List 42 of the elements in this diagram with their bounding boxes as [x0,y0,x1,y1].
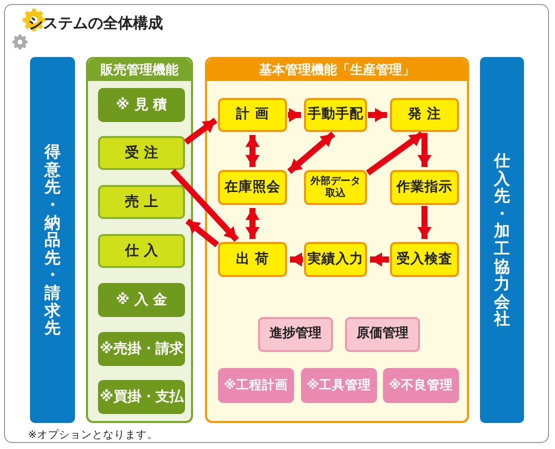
arrow [287,132,336,174]
process-box: 手動手配 [304,98,367,132]
group-panel [205,57,469,423]
function-box: 仕 入 [98,234,185,268]
arrow [246,208,260,239]
panel-header: 基本管理機能「生産管理」 [207,59,467,81]
side-band: 仕入先・加工協力会社 [480,57,524,423]
option-box: ※ 見 積 [98,88,185,122]
footnote: ※オプションとなります。 [28,428,158,442]
arrow [185,218,220,248]
diagram-title: システムの全体構成 [28,14,163,33]
function-box: 受 注 [98,136,185,170]
arrow [366,131,424,176]
option-box: ※工具管理 [301,368,377,403]
side-band: 得意先・納品先・請求先 [30,57,75,423]
option-box: ※買掛・支払 [98,380,185,414]
process-box: 作業指示 [390,170,459,205]
process-box: 在庫照会 [218,170,287,205]
panel-header: 販売管理機能 [88,59,191,81]
process-box: 外部データ取込 [304,170,367,205]
function-box: 原価管理 [345,317,420,352]
arrow [246,135,260,167]
process-box: 発 注 [390,98,459,132]
process-box: 計 画 [218,98,287,132]
arrow [368,108,387,122]
arrow [170,168,239,242]
arrow [418,133,432,167]
arrow [290,252,303,266]
arrow [184,118,218,145]
option-box: ※工程計画 [218,368,294,403]
process-box: 出 荷 [218,242,287,277]
arrow [288,108,301,122]
process-box: 実績入力 [304,242,367,277]
arrow [418,206,432,239]
option-box: ※不良管理 [383,368,459,403]
arrow [370,252,389,266]
option-box: ※売掛・請求 [98,332,185,366]
group-panel [86,57,193,423]
function-box: 進捗管理 [258,317,333,352]
option-box: ※ 入 金 [98,283,185,317]
process-box: 受入検査 [390,242,459,277]
function-box: 売 上 [98,185,185,219]
